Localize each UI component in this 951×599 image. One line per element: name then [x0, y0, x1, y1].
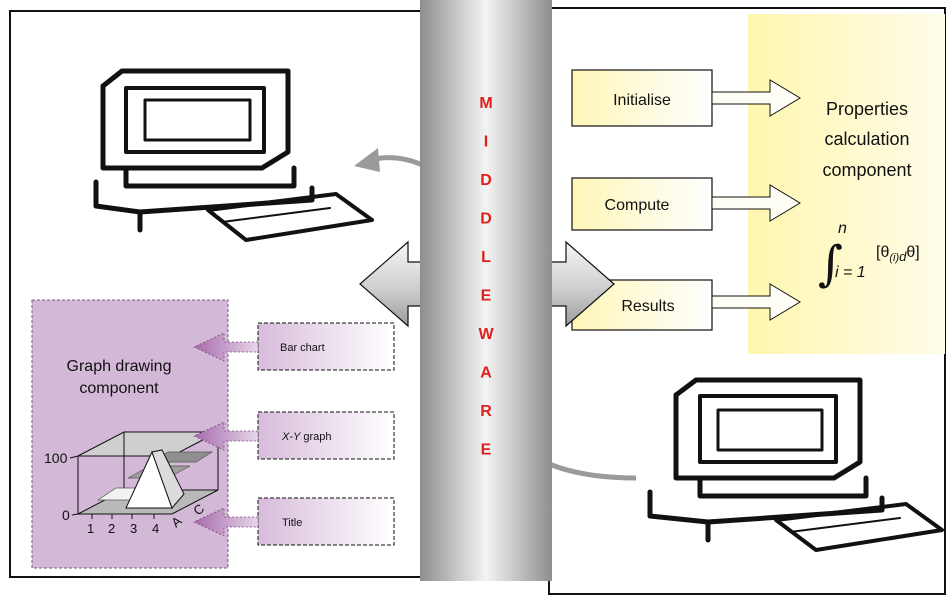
input-compute: Compute — [571, 177, 713, 231]
x-tick-1: 1 — [87, 521, 94, 536]
compute-label: Compute — [605, 197, 670, 214]
middleware-letter: R — [480, 403, 492, 420]
curved-arrow-upper-head — [354, 148, 380, 172]
middleware-letter: W — [478, 326, 494, 343]
computer-icon-2 — [647, 377, 944, 552]
computer-icon — [93, 68, 374, 242]
middleware-letter: M — [479, 95, 492, 112]
middleware-letter: E — [481, 442, 492, 459]
input-xy-graph: X-Y graph — [257, 411, 395, 460]
properties-component-title: Properties calculation component — [822, 99, 911, 180]
title-label: Title — [282, 517, 302, 529]
arrow-xy-graph — [193, 421, 259, 451]
middleware-label: M I D D L E W A R E — [478, 95, 494, 459]
mini-3d-chart: 100 0 1 2 3 4 A C — [44, 431, 219, 536]
middleware-letter: E — [481, 288, 492, 305]
middleware-letter: D — [480, 172, 492, 189]
svg-text:Properties: Properties — [826, 99, 908, 119]
arrow-results — [711, 283, 801, 321]
middleware-letter: I — [484, 134, 488, 151]
svg-text:i = 1: i = 1 — [835, 264, 866, 281]
middleware-letter: L — [481, 249, 491, 266]
middleware-letter: A — [480, 365, 492, 382]
svg-text:[θ(i)dθ]: [θ(i)dθ] — [876, 244, 920, 264]
middleware-letter: D — [480, 211, 492, 228]
svg-text:n: n — [838, 220, 847, 237]
x-tick-3: 3 — [130, 521, 137, 536]
integral-formula: ∫ n i = 1 [θ(i)dθ] — [818, 220, 920, 292]
initialise-label: Initialise — [613, 92, 671, 109]
svg-text:component: component — [822, 160, 911, 180]
y-tick-0: 0 — [62, 507, 70, 523]
results-label: Results — [621, 298, 674, 315]
input-bar-chart: Bar chart — [257, 322, 395, 371]
svg-text:Graph drawing: Graph drawing — [67, 358, 172, 375]
arrow-initialise — [711, 79, 801, 117]
input-title: Title — [257, 497, 395, 546]
x-tick-2: 2 — [108, 521, 115, 536]
xy-graph-label: X-Y graph — [281, 431, 332, 443]
input-initialise: Initialise — [571, 69, 713, 127]
svg-text:calculation: calculation — [824, 129, 909, 149]
arrow-bar-chart — [193, 332, 259, 362]
svg-text:component: component — [79, 380, 159, 397]
arrow-title — [193, 507, 259, 537]
bar-chart-label: Bar chart — [280, 342, 325, 354]
integral-sign-icon: ∫ — [818, 236, 843, 292]
arrow-compute — [711, 184, 801, 222]
graph-component-title: Graph drawing component — [67, 358, 172, 397]
y-tick-100: 100 — [44, 450, 68, 466]
x-tick-4: 4 — [152, 521, 159, 536]
middleware-pillar — [420, 0, 552, 581]
